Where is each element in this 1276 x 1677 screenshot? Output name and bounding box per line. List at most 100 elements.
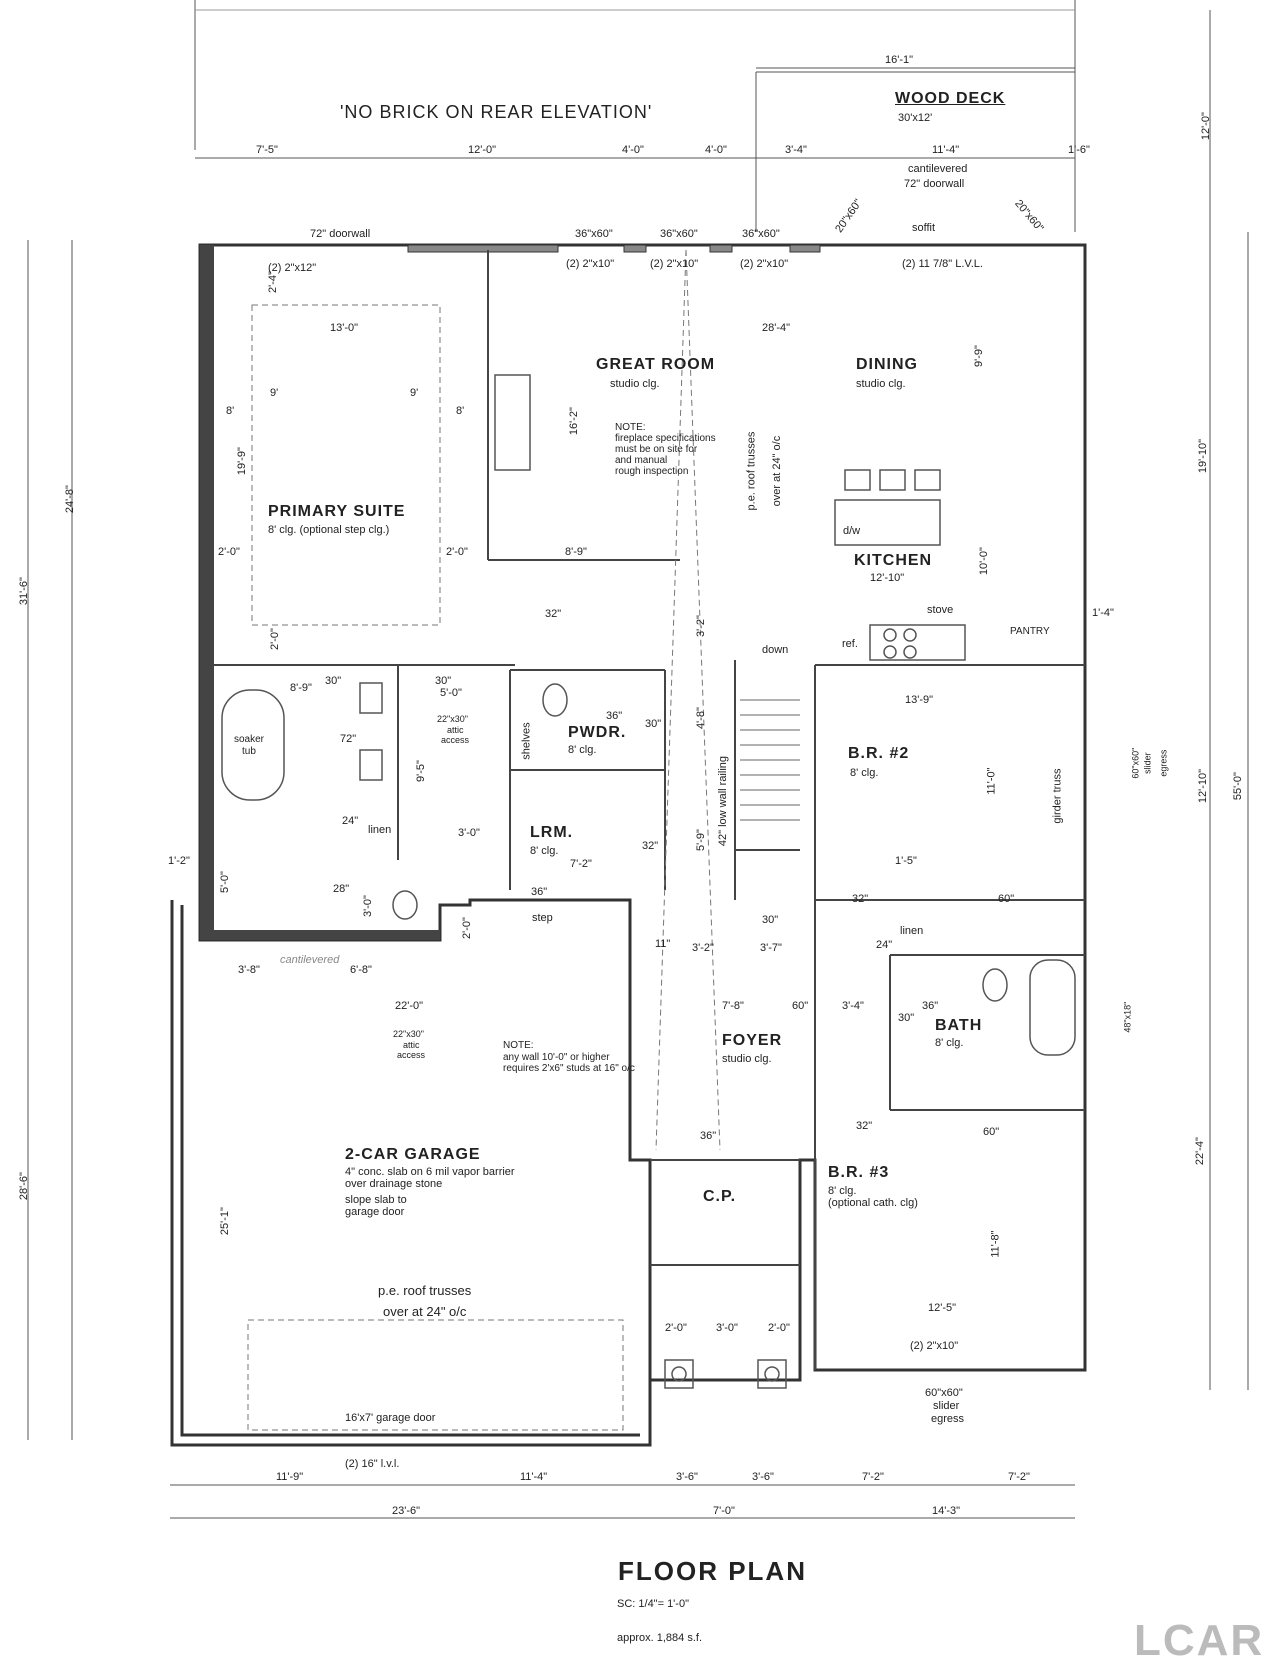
- header-2x10-3: (2) 2"x10": [740, 258, 789, 270]
- dim-bottom-7-0: 7'-0": [713, 1505, 735, 1517]
- dim-bottom-11-4: 11'-4": [520, 1471, 548, 1483]
- dim-30b: 30": [435, 675, 452, 687]
- slider-br2-2: slider: [1142, 752, 1153, 774]
- girder-truss-note: girder truss: [1051, 768, 1064, 824]
- dim-bottom-3-6a: 3'-6": [676, 1471, 698, 1483]
- dim-left-28-6: 28'-6": [17, 1172, 30, 1201]
- slider-br2-3: egress: [1158, 749, 1169, 777]
- garage-door-label: 16'x7' garage door: [345, 1412, 436, 1424]
- dim-7-8: 7'-8": [722, 1000, 744, 1012]
- dim-7-2a: 7'-2": [570, 858, 592, 870]
- dim-13-0: 13'-0": [330, 322, 359, 334]
- dim-bottom-7-2a: 7'-2": [862, 1471, 884, 1483]
- deck-size: 30'x12': [898, 112, 933, 124]
- dim-3-0b: 3'-0": [361, 895, 374, 917]
- garage-note-1: 4" conc. slab on 6 mil vapor barrier: [345, 1166, 515, 1178]
- lcar-logo: LCAR: [1134, 1616, 1265, 1665]
- dim-10-0: 10'-0": [977, 547, 990, 576]
- dim-22-0: 22'-0": [395, 1000, 424, 1012]
- header-2x10-br3: (2) 2"x10": [910, 1340, 959, 1352]
- dim-2-4: 2'-4": [266, 271, 279, 293]
- window-48x18: 48"x18": [1122, 1001, 1133, 1033]
- dim-72: 72": [340, 733, 357, 745]
- shelves-label: shelves: [520, 722, 533, 760]
- slider-br3-3: egress: [931, 1413, 965, 1425]
- dim-3-2: 3'-2": [694, 615, 707, 637]
- dim-1-5: 1'-5": [895, 855, 917, 867]
- dim-top-12-0: 12'-0": [468, 144, 497, 156]
- dim-32b: 32": [642, 840, 659, 852]
- dim-32c: 32": [852, 893, 869, 905]
- dim-5-0b: 5'-0": [218, 871, 231, 893]
- stair-down-label: down: [762, 644, 789, 656]
- fireplace-note-1: fireplace specifications: [615, 433, 716, 444]
- attic-access-1b: attic: [447, 725, 464, 735]
- garage-note-4: garage door: [345, 1206, 405, 1218]
- dim-25-1: 25'-1": [218, 1207, 231, 1236]
- room-covered-porch: C.P.: [703, 1188, 737, 1205]
- dim-28-4: 28'-4": [762, 322, 791, 334]
- dim-8-9b: 8'-9": [290, 682, 312, 694]
- great-room-ceiling: studio clg.: [610, 378, 660, 390]
- dim-9-9: 9'-9": [972, 345, 985, 367]
- dim-30e: 30": [898, 1012, 915, 1024]
- dim-16-2: 16'-2": [567, 407, 580, 436]
- dim-bottom-7-2b: 7'-2": [1008, 1471, 1030, 1483]
- dim-11: 11": [655, 938, 671, 950]
- dim-8-9a: 8'-9": [565, 546, 587, 558]
- powder-ceiling: 8' clg.: [568, 744, 597, 756]
- dim-1-4: 1'-4": [1092, 607, 1114, 619]
- dim-top-1-6: 1'-6": [1068, 144, 1090, 156]
- room-kitchen: KITCHEN: [854, 552, 933, 569]
- dim-2-0d: 2'-0": [460, 917, 473, 939]
- low-wall-note: 42" low wall railing: [717, 755, 730, 847]
- dim-bottom-23-6: 23'-6": [392, 1505, 421, 1517]
- fireplace-note-2: must be on site for: [615, 444, 698, 455]
- header-lvl: (2) 11 7/8" L.V.L.: [902, 258, 983, 270]
- header-16-lvl: (2) 16" l.v.l.: [345, 1458, 400, 1470]
- cantilevered-top-label: cantilevered: [908, 163, 968, 175]
- dim-5-9: 5'-9": [694, 829, 707, 851]
- garage-trusses-note-1: p.e. roof trusses: [378, 1283, 472, 1298]
- garage-trusses-note-2: over at 24" o/c: [383, 1304, 467, 1319]
- dim-2-0f: 2'-0": [768, 1322, 790, 1334]
- dim-36b: 36": [531, 886, 548, 898]
- room-bedroom-3: B.R. #3: [828, 1164, 890, 1181]
- tub-label: tub: [242, 746, 256, 757]
- linen-label-1: linen: [368, 824, 392, 836]
- dim-right-55-0: 55'-0": [1231, 772, 1244, 801]
- dim-28: 28": [333, 883, 350, 895]
- dim-4-8: 4'-8": [694, 707, 707, 729]
- laundry-ceiling: 8' clg.: [530, 845, 559, 857]
- plan-area: approx. 1,884 s.f.: [617, 1632, 702, 1644]
- slider-br3-2: slider: [933, 1400, 960, 1412]
- dim-9a: 9': [270, 387, 279, 399]
- dim-30a: 30": [325, 675, 342, 687]
- attic-access-2b: attic: [403, 1040, 420, 1050]
- dim-3-4b: 3'-4": [842, 1000, 864, 1012]
- bedroom-2-ceiling: 8' clg.: [850, 767, 879, 779]
- dim-36a: 36": [606, 710, 623, 722]
- dim-9-5: 9'-5": [414, 760, 427, 782]
- dim-right-19-10: 19'-10": [1197, 438, 1210, 474]
- wall-note-1: any wall 10'-0" or higher: [503, 1052, 610, 1063]
- dim-11-8: 11'-8": [989, 1230, 1002, 1258]
- ref-label: ref.: [842, 638, 858, 650]
- dim-8a: 8': [226, 405, 235, 417]
- slider-br2-1: 60"x60": [1130, 747, 1141, 779]
- dim-6-8: 6'-8": [350, 964, 372, 976]
- room-foyer: FOYER: [722, 1032, 783, 1049]
- plan-scale: SC: 1/4"= 1'-0": [617, 1598, 689, 1610]
- dim-top-16-1: 16'-1": [885, 54, 914, 66]
- fireplace-note-4: rough inspection: [615, 466, 689, 477]
- dim-36c: 36": [922, 1000, 939, 1012]
- dim-3-2b: 3'-2": [692, 942, 714, 954]
- wall-note-title: NOTE:: [503, 1040, 534, 1051]
- dim-60b: 60": [792, 1000, 809, 1012]
- dim-9b: 9': [410, 387, 419, 399]
- doorwall-left-label: 72" doorwall: [310, 228, 371, 240]
- dim-bottom-3-6b: 3'-6": [752, 1471, 774, 1483]
- room-powder: PWDR.: [568, 724, 627, 741]
- bedroom-3-ceiling: 8' clg.: [828, 1185, 857, 1197]
- plan-title: FLOOR PLAN: [618, 1556, 807, 1586]
